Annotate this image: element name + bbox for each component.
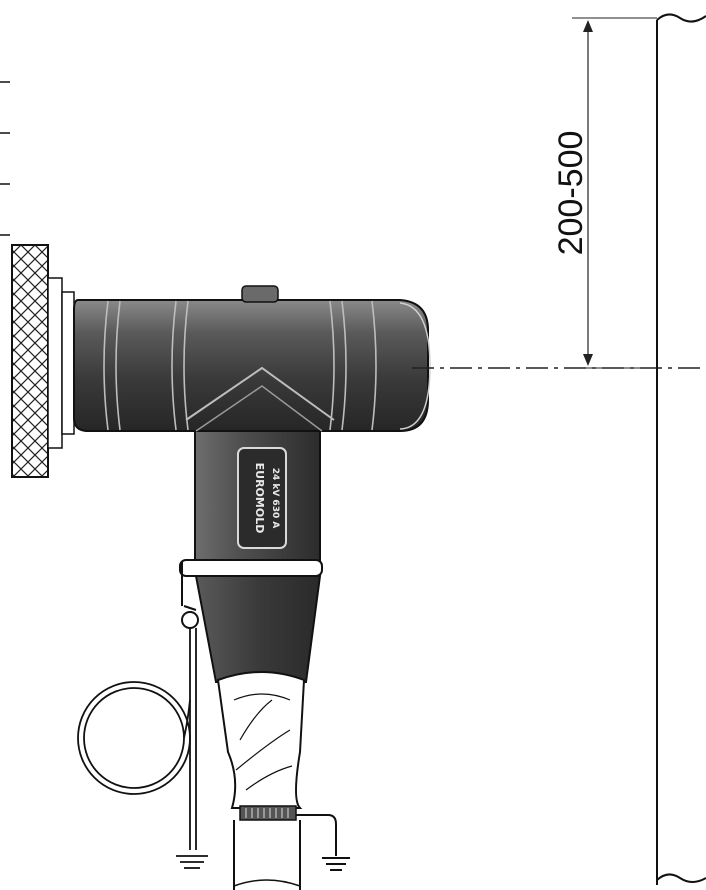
bushing-flange (47, 277, 63, 449)
nameplate-brand: EUROMOLD (253, 463, 266, 534)
bushing-collar (61, 291, 75, 435)
bushing-panel (11, 244, 75, 478)
switchgear-wall (656, 13, 706, 885)
connector-horizontal-body (73, 285, 431, 432)
dimension-label: 200-500 (552, 131, 590, 256)
dimension-marker: 200-500 (552, 17, 657, 369)
test-point-nub (241, 285, 279, 303)
cable-sleeve (216, 671, 306, 821)
cable (233, 820, 301, 890)
screen-earth-lead (296, 814, 350, 871)
connector-vertical-body: EUROMOLD 24 kV 630 A (185, 366, 335, 563)
hatched-panel (11, 244, 49, 478)
earth-band-clip (179, 559, 323, 577)
nameplate (237, 447, 287, 549)
nameplate-rating: 24 kV 630 A (270, 468, 280, 529)
arrow-up-icon (583, 20, 593, 32)
arrow-down-icon (583, 354, 593, 366)
earth-lead-coil (77, 628, 208, 869)
left-tick-marks (0, 81, 10, 236)
horizontal-housing (73, 299, 429, 432)
earth-terminal (181, 611, 199, 629)
stress-cone (194, 575, 322, 683)
